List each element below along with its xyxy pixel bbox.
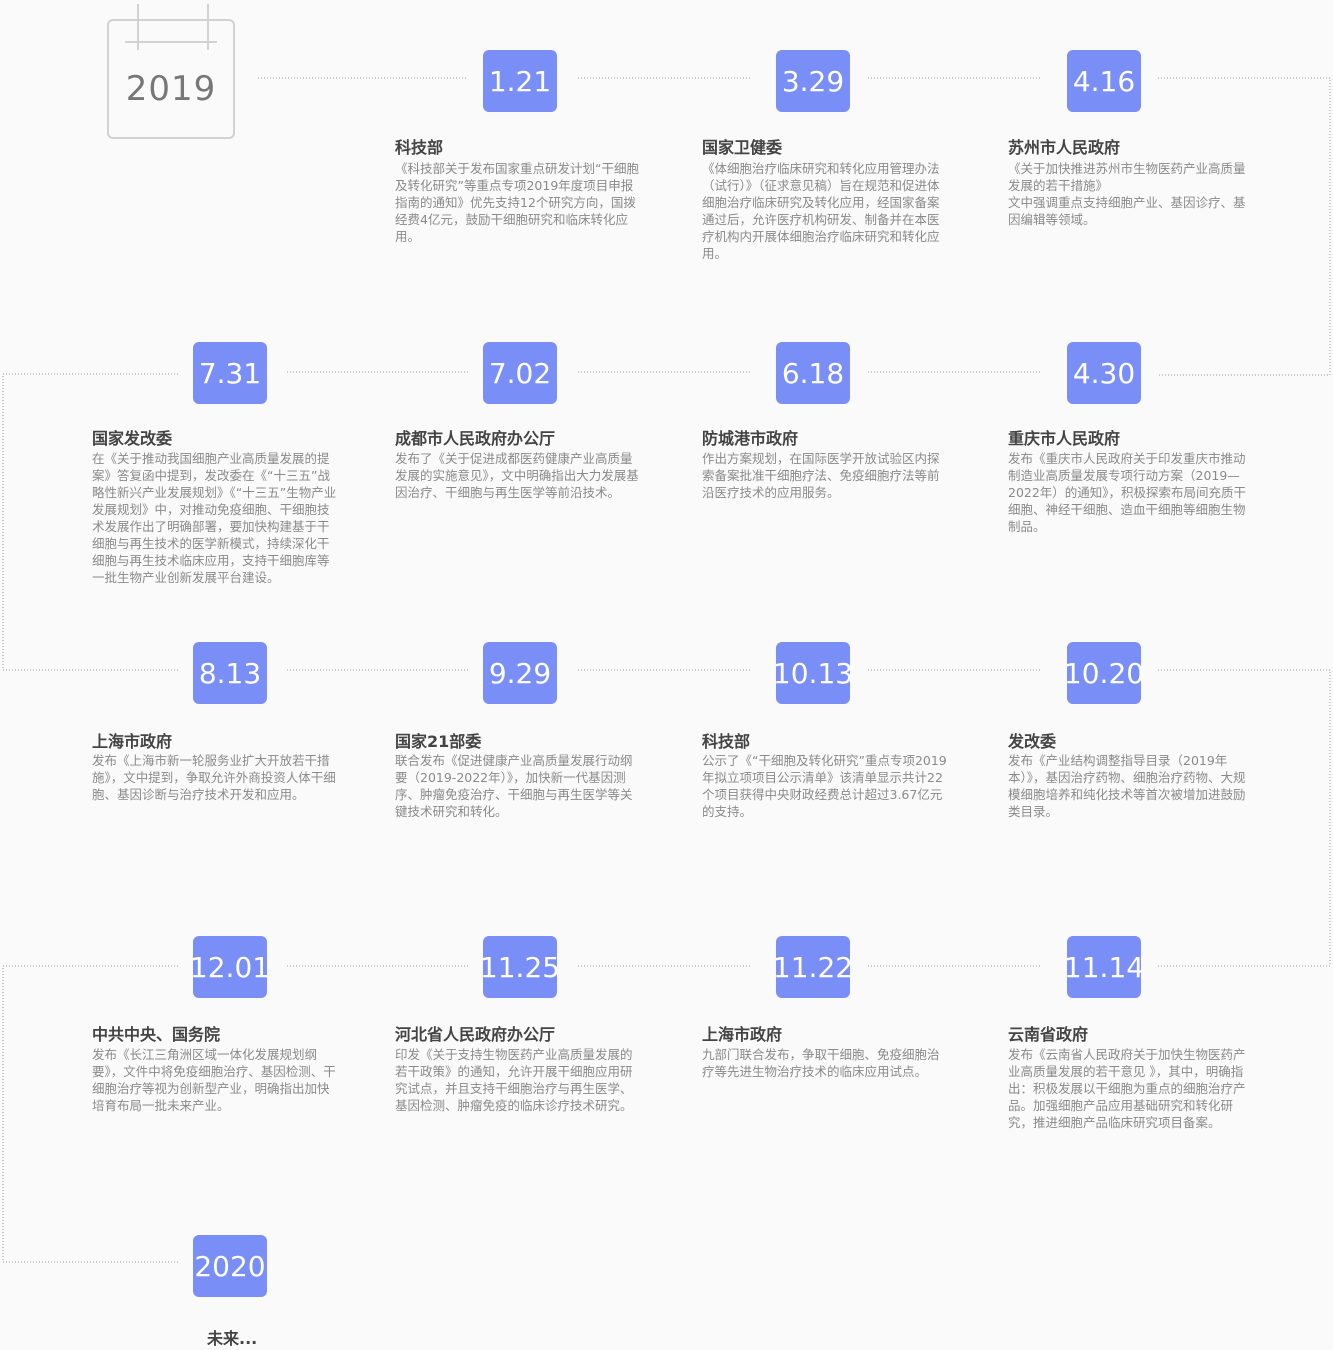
entry-description: 《体细胞治疗临床研究和转化应用管理办法（试行）》（征求意见稿）旨在规范和促进体细… [702, 161, 940, 261]
start-year-label: 2019 [125, 69, 217, 109]
entry-description: 发布了《关于促进成都医药健康产业高质量发展的实施意见》，文中明确指出大力发展基因… [395, 451, 639, 500]
entry-description: 印发《关于支持生物医药产业高质量发展的若干政策》的通知，允许开展干细胞应用研究试… [395, 1047, 633, 1113]
entry-description: 九部门联合发布，争取干细胞、免疫细胞治疗等先进生物治疗技术的临床应用试点。 [702, 1047, 940, 1079]
entry-title: 上海市政府 [92, 732, 173, 751]
calendar-year-start: 2019 [107, 4, 235, 139]
date-node: 6.18 [776, 342, 850, 404]
date-node: 3.29 [776, 50, 850, 112]
date-node: 1.21 [483, 50, 557, 112]
date-node: 7.02 [483, 342, 557, 404]
entry-title: 云南省政府 [1008, 1025, 1089, 1044]
entry-title: 科技部 [702, 732, 751, 751]
entry-description: 发布《重庆市人民政府关于印发重庆市推动制造业高质量发展专项行动方案（2019—2… [1008, 451, 1247, 534]
entry-description: 发布《云南省人民政府关于加快生物医药产业高质量发展的若干意见 》，其中，明确指出… [1008, 1047, 1246, 1130]
date-node: 4.30 [1067, 342, 1141, 404]
entry-description: 《科技部关于发布国家重点研发计划“干细胞及转化研究”等重点专项2019年度项目申… [395, 161, 639, 244]
entry-description: 联合发布《促进健康产业高质量发展行动纲要（2019-2022年）》，加快新一代基… [395, 753, 633, 819]
entry-description: 发布《产业结构调整指导目录（2019年本）》，基因治疗药物、细胞治疗药物、大规模… [1008, 753, 1246, 819]
calendar-ring-icon [207, 4, 209, 50]
end-year-node: 2020 [193, 1235, 267, 1297]
entry-title: 科技部 [395, 138, 444, 157]
entry-description: 《关于加快推进苏州市生物医药产业高质量发展的若干措施》 文中强调重点支持细胞产业… [1008, 161, 1246, 227]
entry-title: 防城港市政府 [702, 429, 799, 448]
entry-title: 中共中央、国务院 [92, 1025, 221, 1044]
entry-description: 在《关于推动我国细胞产业高质量发展的提案》答复函中提到，发改委在《“十三五”战略… [92, 451, 337, 585]
calendar-bar [125, 41, 217, 43]
date-node: 8.13 [193, 642, 267, 704]
date-node: 9.29 [483, 642, 557, 704]
date-node: 11.14 [1064, 936, 1144, 998]
date-node: 4.16 [1067, 50, 1141, 112]
entry-title: 苏州市人民政府 [1008, 138, 1121, 157]
entry-title: 国家21部委 [395, 732, 482, 751]
entry-description: 发布《长江三角洲区域一体化发展规划纲要》，文件中将免疫细胞治疗、基因检测、干细胞… [92, 1047, 336, 1113]
date-node: 10.13 [773, 642, 853, 704]
entry-title: 成都市人民政府办公厅 [395, 429, 556, 448]
date-node: 12.01 [190, 936, 270, 998]
entry-description: 作出方案规划，在国际医学开放试验区内探索备案批准干细胞疗法、免疫细胞疗法等前沿医… [702, 451, 940, 500]
entry-title: 上海市政府 [702, 1025, 783, 1044]
entry-title: 国家卫健委 [702, 138, 783, 157]
entry-title: 重庆市人民政府 [1008, 429, 1121, 448]
date-node: 10.20 [1064, 642, 1144, 704]
entry-title: 河北省人民政府办公厅 [395, 1025, 556, 1044]
date-node: 11.25 [480, 936, 560, 998]
entry-description: 发布《上海市新一轮服务业扩大开放若干措施》，文中提到，争取允许外商投资人体干细胞… [92, 753, 336, 802]
date-node: 7.31 [193, 342, 267, 404]
date-node: 11.22 [773, 936, 853, 998]
entry-title: 发改委 [1008, 732, 1057, 751]
entry-title: 国家发改委 [92, 429, 173, 448]
calendar-ring-icon [137, 4, 139, 50]
entry-description: 公示了《“干细胞及转化研究”重点专项2019年拟立项项目公示清单》该清单显示共计… [702, 753, 947, 819]
end-label: 未来... [207, 1329, 258, 1348]
